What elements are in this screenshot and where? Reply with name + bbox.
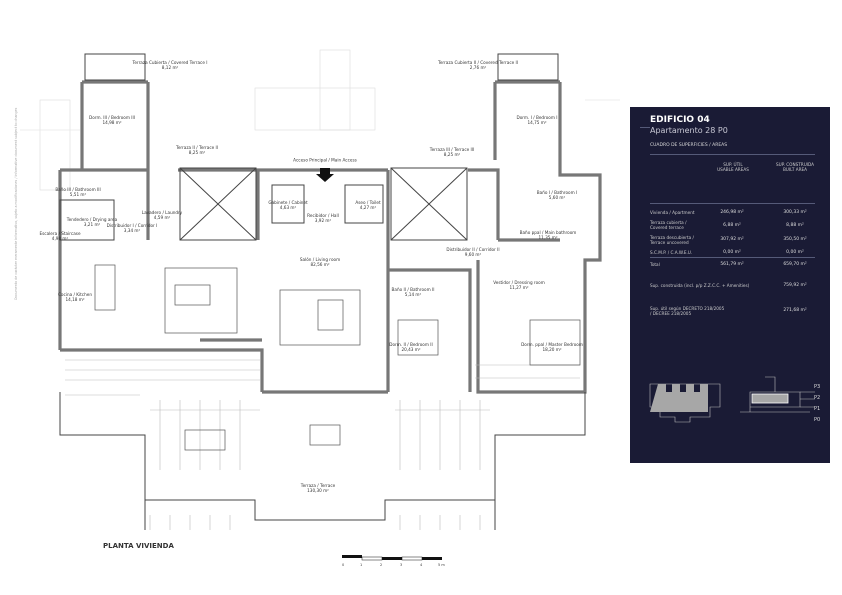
- row-built: 8,88 m²: [786, 223, 804, 228]
- walls: [58, 80, 602, 394]
- row-usable: 246,98 m²: [720, 210, 744, 215]
- terrace-paving: [65, 359, 580, 530]
- level-label: P3: [814, 384, 821, 390]
- row-built: 300,33 m²: [783, 210, 807, 215]
- scale-label: 3: [400, 563, 403, 567]
- level-label: P2: [814, 395, 821, 401]
- total-label: Total: [650, 262, 660, 267]
- row-usable: 6,88 m²: [723, 223, 741, 228]
- level-highlight: [751, 393, 789, 404]
- context-lines: [20, 49, 620, 191]
- row-built: 0,00 m²: [786, 250, 804, 255]
- scale-label: 4: [420, 563, 423, 567]
- decreto-label: Sup. útil según DECRETO 218/2005 / DECRE…: [650, 306, 725, 316]
- row-label: Terraza cubierta / Covered terrace: [650, 220, 687, 230]
- apartment-name: Apartamento 28 P0: [650, 126, 728, 135]
- scale-label: 5 m: [438, 563, 445, 567]
- decreto-value: 271,68 m²: [783, 308, 807, 313]
- main-access-arrow-icon: [316, 168, 334, 182]
- built-incl-label: Sup. construida (incl. p/p Z.Z.C.C. + Am…: [650, 283, 750, 288]
- scale-label: 1: [360, 563, 363, 567]
- room-label: Acceso Principal / Main Access: [293, 157, 357, 163]
- areas-panel: EDIFICIO 04 Apartamento 28 P0 CUADRO DE …: [630, 107, 830, 463]
- row-label: S.C.M.P. / C.A.W.E.U.: [650, 250, 693, 255]
- row-built: 350,50 m²: [783, 237, 807, 242]
- key-plan-diagrams: [649, 376, 815, 423]
- row-usable: 0,00 m²: [723, 250, 741, 255]
- scale-bar: [342, 555, 442, 561]
- areas-table-title: CUADRO DE SUPERFICIES / AREAS: [650, 143, 728, 148]
- furniture: [94, 264, 581, 451]
- scale-label: 0: [342, 563, 345, 567]
- scale-label: 2: [380, 563, 383, 567]
- col-built: SUP. CONSTRUIDA BUILT AREA: [775, 162, 815, 172]
- built-incl-value: 759,92 m²: [783, 283, 807, 288]
- level-label: P0: [814, 417, 821, 423]
- building-name: EDIFICIO 04: [650, 115, 710, 125]
- apartment-highlight: [650, 384, 708, 412]
- row-label: Vivienda / Apartment: [650, 210, 695, 215]
- total-built: 659,70 m²: [783, 262, 807, 267]
- room-label: Terraza Cubierta II / Covered Terrace II…: [437, 60, 519, 70]
- plan-title: PLANTA VIVIENDA: [103, 542, 174, 550]
- row-usable: 307,92 m²: [720, 237, 744, 242]
- level-label: P1: [814, 406, 821, 412]
- row-label: Terraza descubierta / Terrace uncovered: [650, 235, 694, 245]
- col-usable: SUP. ÚTIL USABLE AREAS: [717, 162, 749, 172]
- thin-walls: [59, 53, 586, 530]
- total-usable: 561,79 m²: [720, 262, 744, 267]
